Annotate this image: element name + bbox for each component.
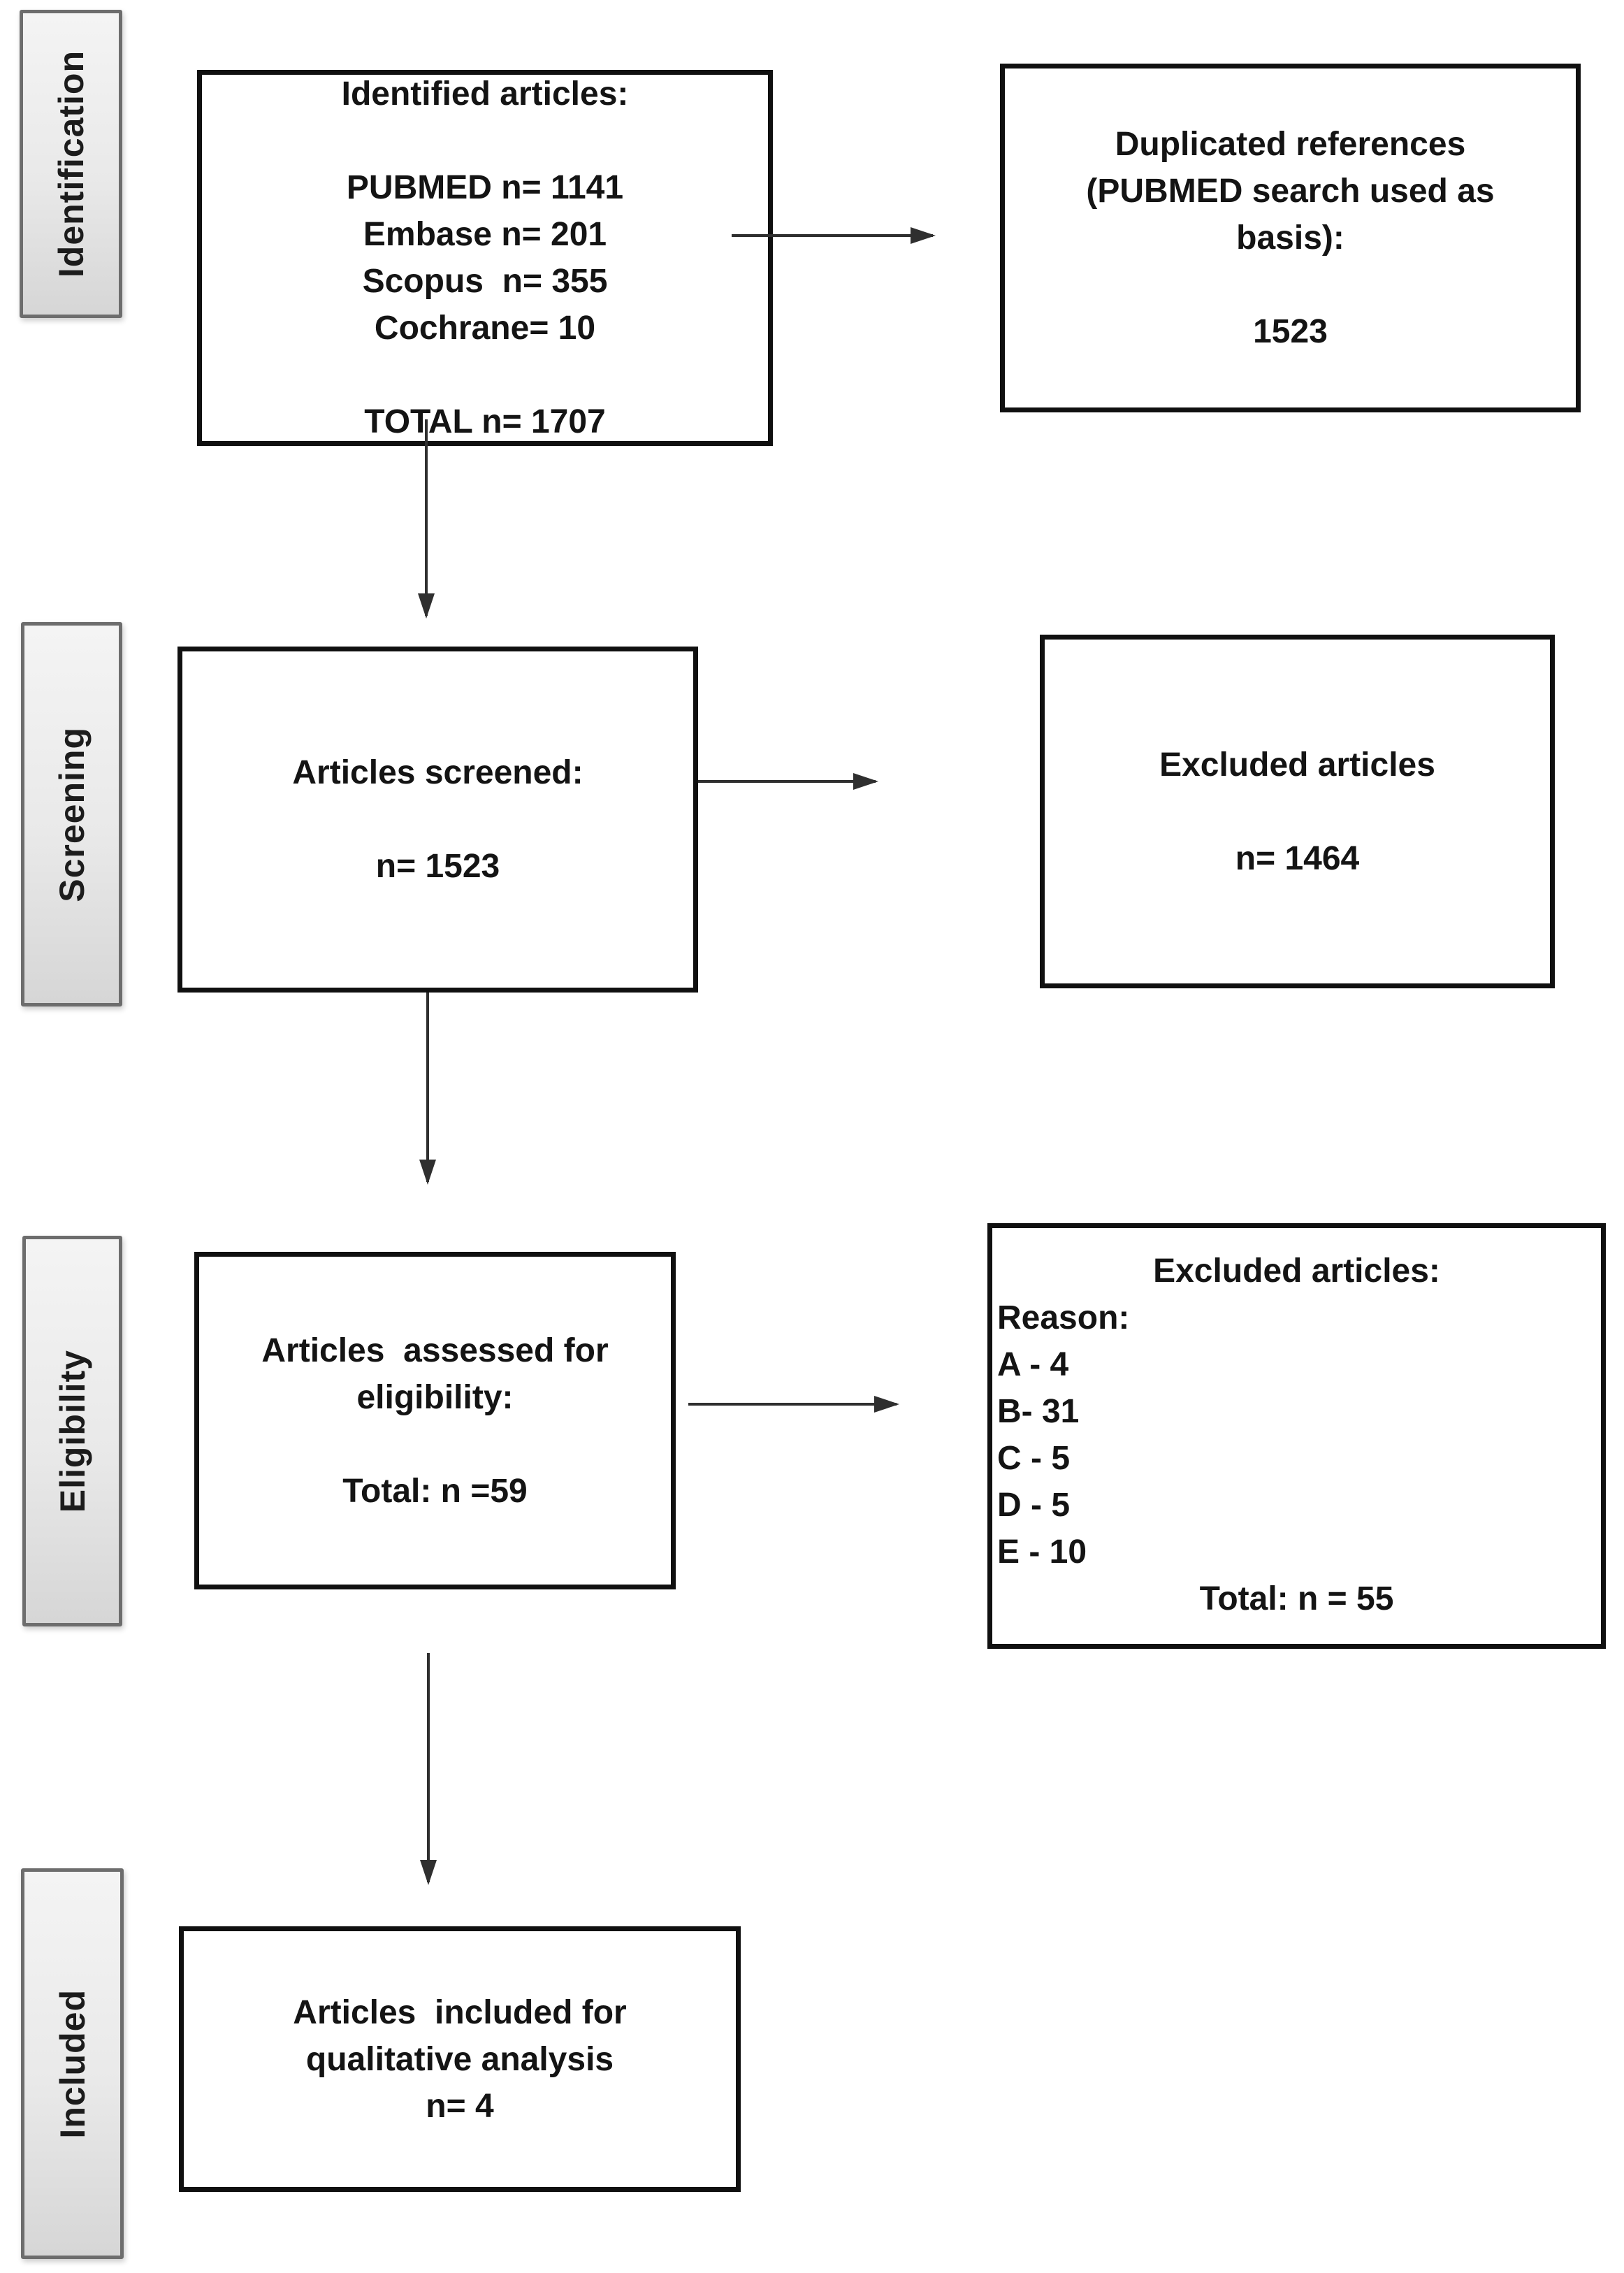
stage-label-identification-text: Identification [51,50,91,278]
box-excluded-articles-screening-text: Excluded articles n= 1464 [1159,746,1435,877]
box-excluded-articles-eligibility-total: Total: n = 55 [1199,1580,1394,1617]
box-excluded-articles-eligibility-reasons: Reason: A - 4 B- 31 C - 5 D - 5 E - 10 [997,1299,1130,1571]
stage-label-eligibility: Eligibility [22,1236,122,1626]
box-excluded-articles-eligibility-title: Excluded articles: [1153,1253,1440,1290]
box-duplicated-references: Duplicated references (PUBMED search use… [1000,64,1581,412]
box-articles-assessed-text: Articles assessed for eligibility: Total… [261,1332,609,1510]
stage-label-eligibility-text: Eligibility [52,1349,92,1513]
stage-label-identification: Identification [20,10,122,318]
stage-label-screening: Screening [21,622,122,1006]
stage-label-screening-text: Screening [52,726,92,902]
box-articles-included: Articles included for qualitative analys… [179,1926,741,2192]
stage-label-included-text: Included [52,1989,92,2139]
box-articles-screened: Articles screened: n= 1523 [177,647,698,993]
box-excluded-articles-eligibility: Excluded articles: Reason: A - 4 B- 31 C… [987,1223,1606,1649]
box-identified-articles-text: Identified articles: PUBMED n= 1141 Emba… [341,75,629,440]
stage-label-included: Included [21,1868,124,2259]
box-articles-screened-text: Articles screened: n= 1523 [292,754,583,885]
box-excluded-articles-screening: Excluded articles n= 1464 [1040,635,1555,988]
box-identified-articles: Identified articles: PUBMED n= 1141 Emba… [197,70,773,446]
box-duplicated-references-text: Duplicated references (PUBMED search use… [1086,126,1495,350]
box-articles-assessed: Articles assessed for eligibility: Total… [194,1252,676,1589]
box-articles-included-text: Articles included for qualitative analys… [293,1993,627,2125]
